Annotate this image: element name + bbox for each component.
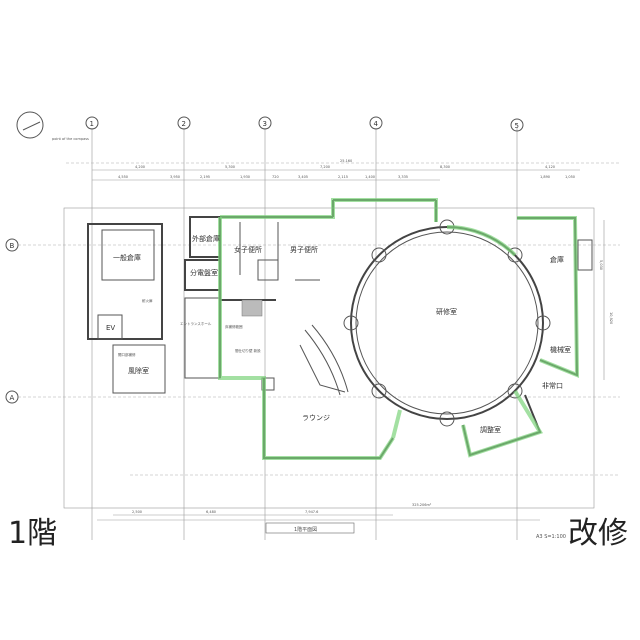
svg-text:2,500: 2,500 bbox=[132, 510, 142, 514]
room-elevator: EV bbox=[106, 324, 115, 332]
svg-text:3: 3 bbox=[263, 120, 267, 128]
svg-text:10,920: 10,920 bbox=[609, 312, 613, 324]
grid-lines bbox=[18, 128, 620, 540]
room-distribution: 分電盤室 bbox=[190, 268, 218, 277]
drawing-title: 1階平面図 bbox=[294, 526, 317, 533]
svg-text:B: B bbox=[10, 242, 15, 250]
room-entrance-hall: エントランスホール bbox=[180, 321, 212, 326]
room-labels: 一般倉庫 外部倉庫 女子便所 男子便所 分電盤室 EV 風除室 エントランスホー… bbox=[106, 234, 571, 434]
floor-label: 1階 bbox=[8, 516, 58, 551]
svg-text:720: 720 bbox=[272, 175, 279, 179]
room-storage: 倉庫 bbox=[550, 255, 564, 264]
room-windbreak: 風除室 bbox=[128, 366, 149, 375]
scale-label: A3 S=1:100 bbox=[536, 534, 566, 540]
room-general-storage: 一般倉庫 bbox=[113, 253, 141, 262]
room-womens-restroom: 女子便所 bbox=[234, 245, 262, 254]
svg-text:4,550: 4,550 bbox=[118, 175, 128, 179]
svg-text:7,947.6: 7,947.6 bbox=[305, 510, 318, 514]
svg-text:8,300: 8,300 bbox=[440, 165, 450, 169]
svg-text:1,050: 1,050 bbox=[565, 175, 575, 179]
note-opening-repair: 開口部補修 bbox=[118, 352, 136, 357]
dimension-right: 10,920 5,030 bbox=[599, 220, 613, 380]
renovation-label: 改修 bbox=[568, 516, 628, 551]
svg-text:25,160: 25,160 bbox=[340, 159, 352, 163]
svg-text:2,195: 2,195 bbox=[200, 175, 210, 179]
svg-text:1: 1 bbox=[90, 120, 94, 128]
walls bbox=[63, 199, 595, 509]
dimension-top: 25,160 4,200 5,300 7,200 8,300 4,120 4,5… bbox=[92, 159, 580, 181]
note-partition-wall: 間仕切り壁 新設 bbox=[235, 348, 261, 353]
room-mens-restroom: 男子便所 bbox=[290, 245, 318, 254]
room-emergency-exit: 非常口 bbox=[542, 381, 563, 390]
dimension-bottom: 2,500 6,480 7,947.6 325.206m² bbox=[97, 503, 540, 521]
room-external-storage: 外部倉庫 bbox=[192, 234, 220, 243]
room-machine: 機械室 bbox=[550, 345, 571, 354]
floor-area: 325.206m² bbox=[412, 503, 432, 507]
svg-text:4,120: 4,120 bbox=[545, 165, 555, 169]
svg-text:5,300: 5,300 bbox=[225, 165, 235, 169]
renovation-highlight bbox=[218, 198, 580, 460]
svg-text:A: A bbox=[10, 394, 15, 402]
room-control: 調整室 bbox=[480, 425, 501, 434]
note-fire-door: 耐火扉 bbox=[142, 298, 153, 303]
room-training: 研修室 bbox=[436, 307, 457, 316]
svg-text:1,890: 1,890 bbox=[540, 175, 550, 179]
svg-text:3,405: 3,405 bbox=[298, 175, 308, 179]
svg-text:7,200: 7,200 bbox=[320, 165, 330, 169]
svg-text:5: 5 bbox=[515, 122, 519, 130]
svg-text:5,030: 5,030 bbox=[599, 260, 603, 270]
room-lounge: ラウンジ bbox=[302, 414, 330, 422]
grid-column-labels: 1 2 3 4 5 B A bbox=[5, 116, 524, 404]
compass-note: point of the compass bbox=[52, 137, 89, 141]
note-floor-repair: 床補修範囲 bbox=[225, 324, 243, 329]
svg-text:2,115: 2,115 bbox=[338, 175, 348, 179]
compass-icon bbox=[16, 111, 44, 139]
svg-text:6,480: 6,480 bbox=[206, 510, 216, 514]
svg-text:3,950: 3,950 bbox=[170, 175, 180, 179]
svg-text:2: 2 bbox=[182, 120, 186, 128]
svg-text:1,400: 1,400 bbox=[365, 175, 375, 179]
svg-text:4,200: 4,200 bbox=[135, 165, 145, 169]
svg-text:4: 4 bbox=[374, 120, 379, 128]
svg-text:3,335: 3,335 bbox=[398, 175, 408, 179]
svg-text:1,930: 1,930 bbox=[240, 175, 250, 179]
